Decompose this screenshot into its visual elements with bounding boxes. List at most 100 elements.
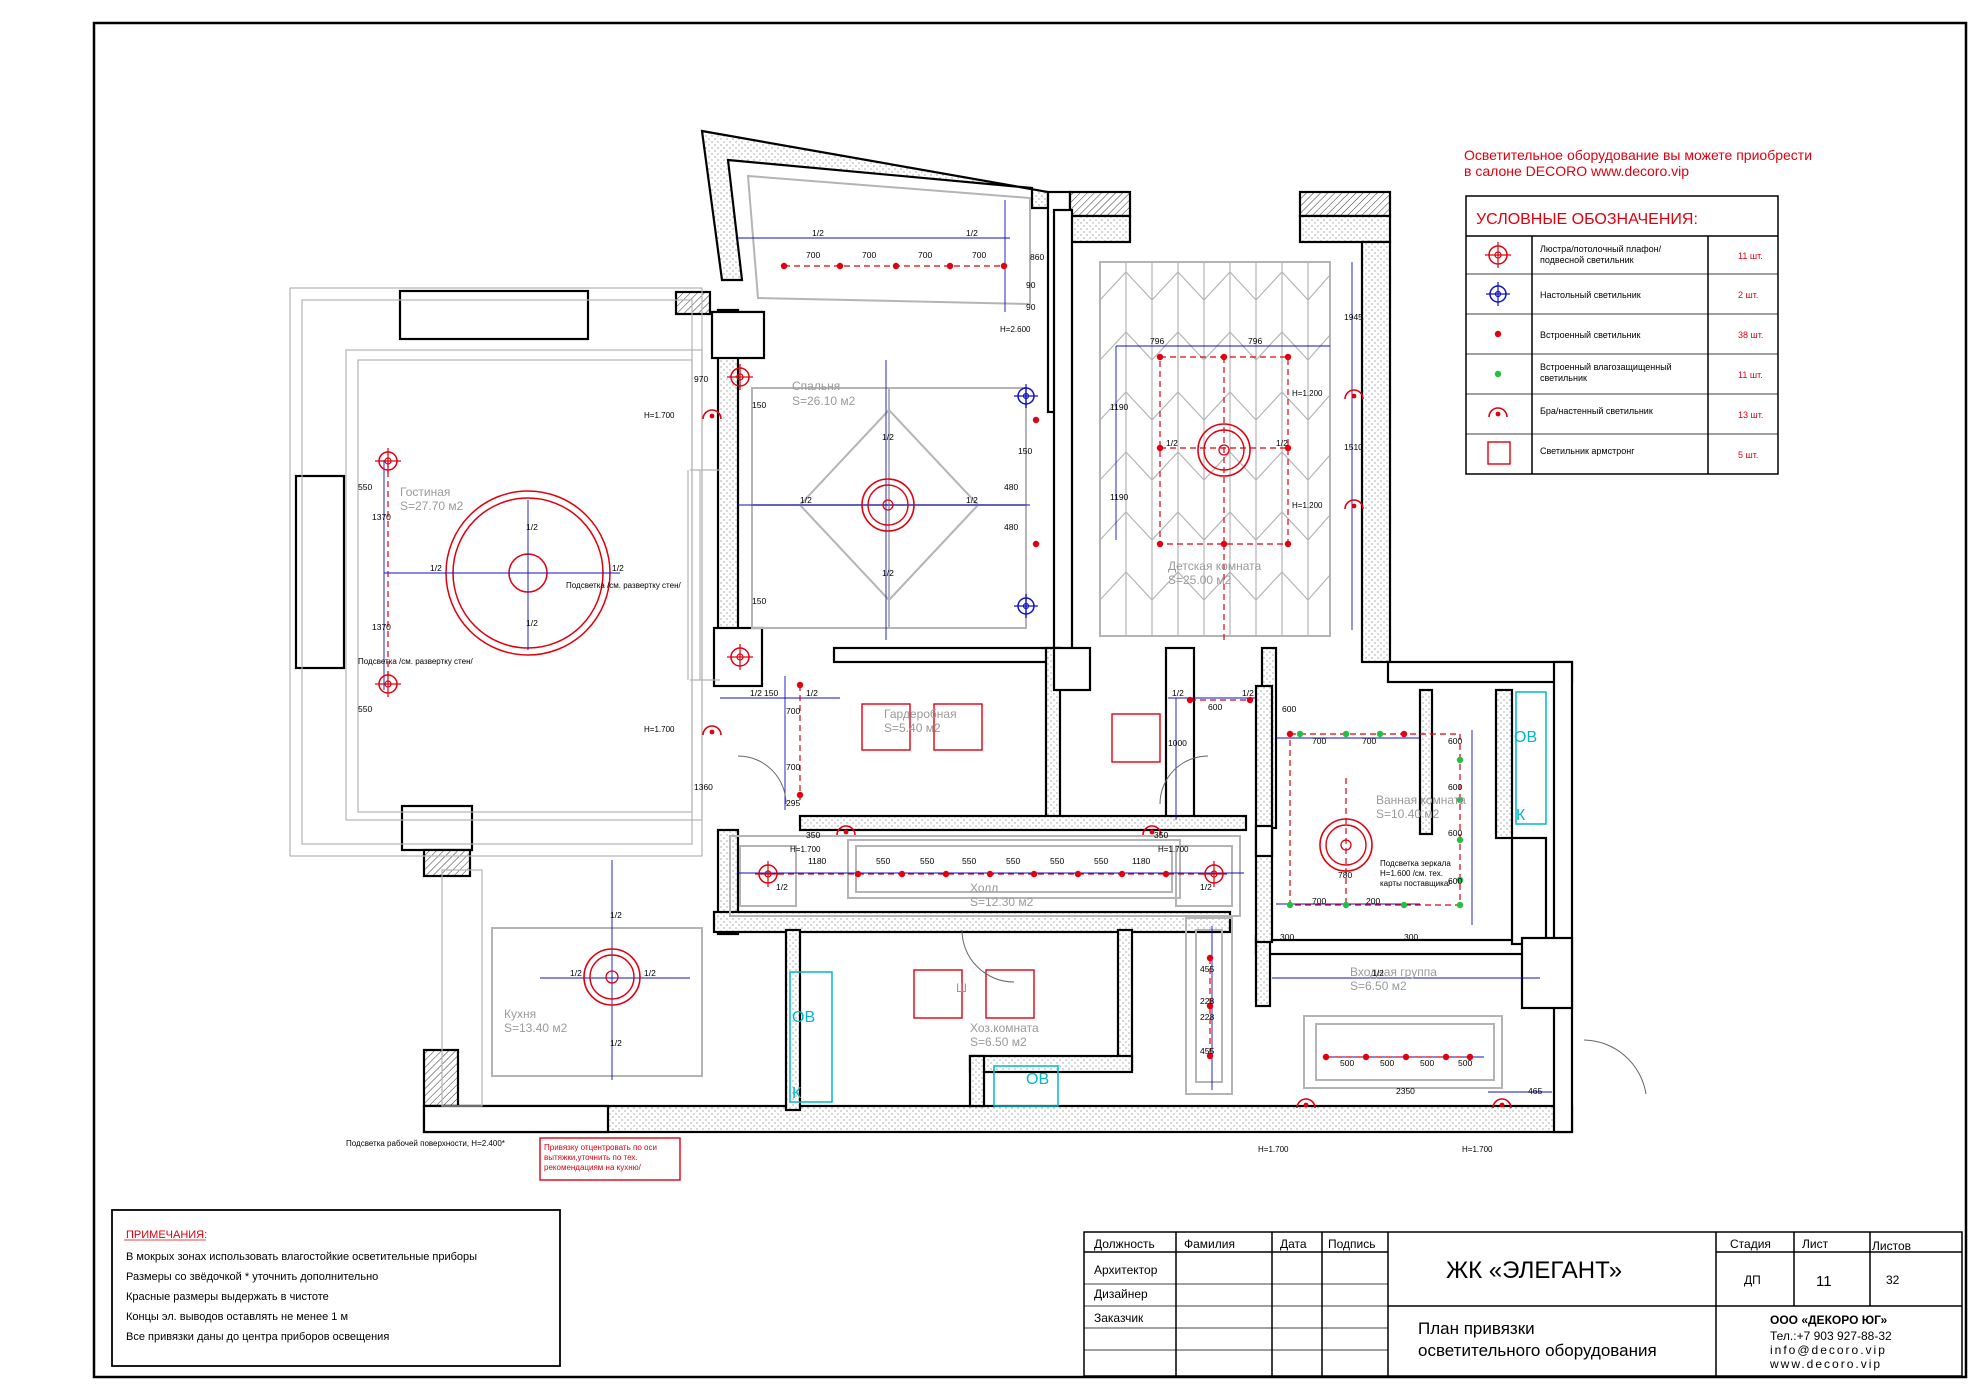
chandelier-icon [374,447,402,475]
stage-label: Стадия [1730,1237,1771,1251]
dim-text: 1180 [808,856,827,866]
dim-text: 780 [1338,870,1352,880]
dim-text: 465 [1528,1086,1542,1096]
ov-label: ОВ [1026,1071,1049,1088]
dim-text: 1370 [372,622,391,632]
dim-text: 200 [1366,896,1380,906]
notes-box [111,1209,561,1367]
dim-text: 350 [1154,830,1168,840]
legend-count: 13 шт. [1738,410,1763,420]
dim-text: 1/2 [966,228,978,238]
chandelier-icon [1319,818,1373,872]
height-label: H=1.700 [644,725,675,734]
chandelier-icon [861,478,915,532]
sheet-label: Лист [1802,1237,1829,1251]
dim-text: 1/2 [644,968,656,978]
dim-text: 1/2 [1276,438,1288,448]
col-date: Дата [1280,1237,1307,1251]
dim-text: 700 [1312,736,1326,746]
dim-text: 150 [752,596,766,606]
table-lamp-icon [1485,281,1511,307]
legend-count: 11 шт. [1738,251,1763,261]
dim-text: 1/2 [882,432,894,442]
dim-text: 700 [1362,736,1376,746]
legend-label: Бра/настенный светильник [1540,406,1653,416]
dim-text: 2350 [1396,1086,1415,1096]
room-area: S=27.70 м2 [400,499,464,513]
notice: Осветительное оборудование вы можете при… [1464,147,1812,179]
note-item: Размеры со звёдочкой * уточнить дополнит… [126,1271,378,1283]
dim-text: 1/2 [1242,688,1254,698]
dim-text: 150 [752,400,766,410]
ov-label: ОВ [1514,729,1537,746]
dim-text: 90 [1026,280,1036,290]
dim-text: 1360 [694,782,713,792]
sheet-value: 11 [1816,1273,1832,1290]
note-item: Концы эл. выводов оставлять не менее 1 м [126,1311,348,1323]
recessed-light-icon [1494,330,1502,338]
dim-text: 550 [1006,856,1020,866]
room-labels: Спальня S=26.10 м2 Гостиная S=27.70 м2 Д… [400,379,1466,1049]
kitchen-note: рекомендациям на кухню/ [544,1163,642,1172]
room-name: Входная группа [1350,965,1437,979]
dim-text: 860 [1030,252,1044,262]
note-item: Красные размеры выдержать в чистоте [126,1291,329,1303]
dim-text: 1/2 [812,228,824,238]
dim-text: 1/2 [776,882,788,892]
dim-text: 1370 [372,512,391,522]
dim-text: 1/2 [526,618,538,628]
notice-line2: в салоне DECORO www.decoro.vip [1464,163,1689,179]
balcony-outline [289,287,720,1107]
dim-text: 1/2 [610,910,622,920]
dim-text: 550 [1050,856,1064,866]
dim-text: 1180 [1132,856,1151,866]
dim-text: 300 [1280,932,1294,942]
dim-text: 600 [1448,736,1462,746]
height-label: H=1.700 [1462,1145,1493,1154]
room-name: Спальня [792,379,840,393]
sh-label: Ш [956,981,967,995]
dim-text: 228 [1200,1012,1214,1022]
room-name: Ванная комната [1376,793,1466,807]
kitchen-note: вытяжки,уточнить по тех. [544,1153,638,1162]
dim-text: 700 [862,250,876,260]
table-lamp-icon [1013,593,1039,619]
dim-text: 700 [786,706,800,716]
room-area: S=25.00 м2 [1168,573,1232,587]
doors [737,755,1647,1095]
dim-text: 1510 [1344,442,1363,452]
sheet-border [92,21,1968,1379]
mirror-note: Подсветка зеркала [1380,859,1451,868]
legend-count: 11 шт. [1738,370,1763,380]
role: Архитектор [1094,1263,1158,1277]
chandelier-icon [1484,241,1512,269]
dim-text: 1190 [1110,402,1129,412]
dim-text: 1/2 [1200,882,1212,892]
dim-text: 455 [1200,964,1214,974]
dim-text: 796 [1150,336,1164,346]
legend-label: светильник [1540,373,1587,383]
stage-value: ДП [1744,1273,1761,1287]
dim-text: 700 [918,250,932,260]
room-area: S=6.50 м2 [970,1035,1027,1049]
sconce-icon [1344,389,1364,400]
legend-label: подвесной светильник [1540,255,1634,265]
room-area: S=12.30 м2 [970,895,1034,909]
dim-text: 295 [786,798,800,808]
kitchen-note: Привязку отцентровать по оси [544,1143,657,1152]
height-label: H=1.200 [1292,501,1323,510]
dim-text: 1/2 [800,495,812,505]
dim-text: 1/2 [966,495,978,505]
dimension-texts: 1/2 1/2 700 700 700 700 860 90 90 970 55… [358,228,1542,1096]
title-block-grid [1083,1231,1963,1377]
annotations: H=1.700 H=1.700 H=1.200 H=1.200 H=2.600 … [346,325,1493,1172]
height-label: H=1.700 [1158,845,1189,854]
room-area: S=5.40 м2 [884,721,941,735]
dim-text: 1/2 [750,688,762,698]
legend-label: Настольный светильник [1540,290,1641,300]
sconce-icon [702,725,722,736]
dim-text: 500 [1380,1058,1394,1068]
k-label: К [792,1085,802,1102]
dim-text: 500 [1420,1058,1434,1068]
